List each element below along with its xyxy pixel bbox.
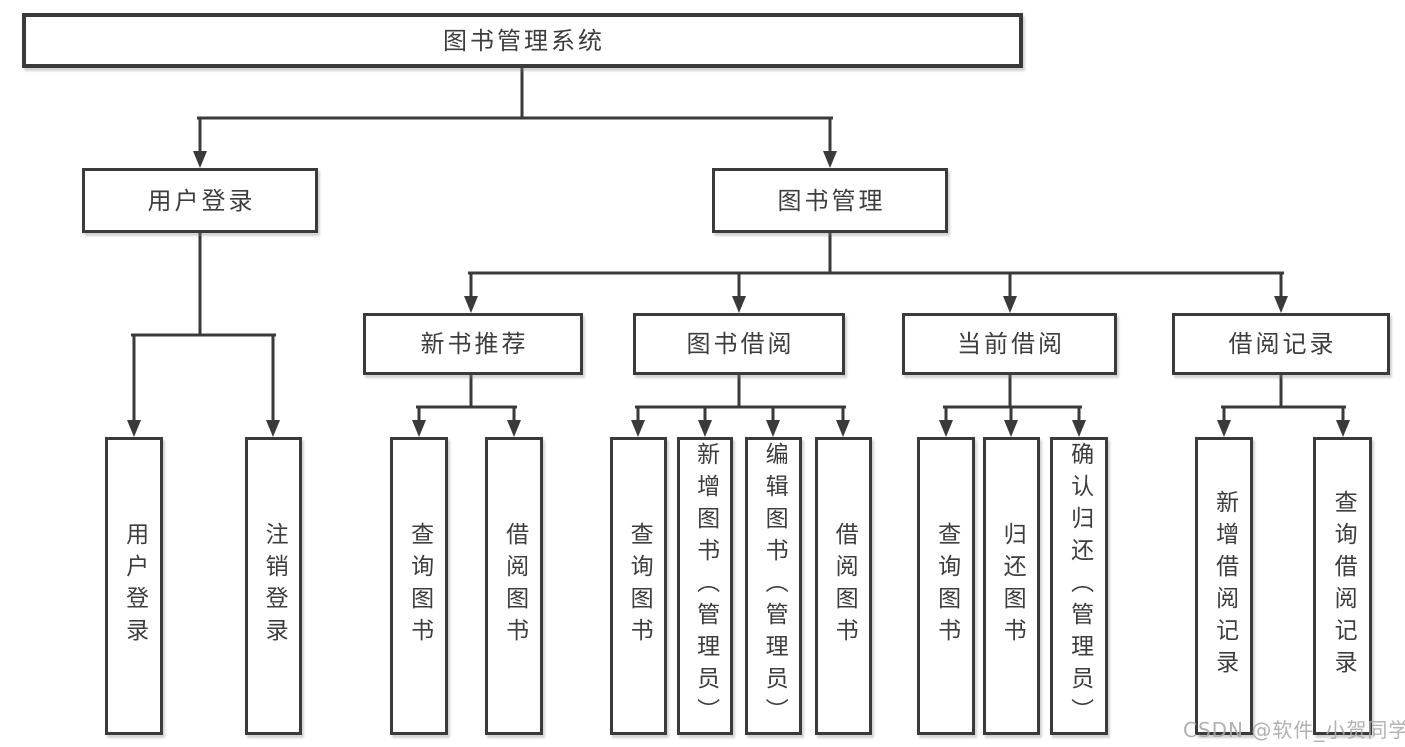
leaf-cb-return-books: 归还图书 [983,437,1040,735]
csdn-watermark: CSDN @软件_小贺同学 [1183,718,1405,742]
leaf-bb-edit-books-admin: 编辑图书（管理员） [745,437,802,735]
leaf-bb-borrow-books: 借阅图书 [815,437,872,735]
node-borrowing-records: 借阅记录 [1172,313,1390,375]
leaf-user-login: 用户登录 [105,437,163,735]
node-user-login: 用户登录 [82,168,318,233]
leaf-cb-query-books: 查询图书 [917,437,975,735]
node-label: 借阅记录 [1228,330,1337,358]
node-label: 查询图书 [626,522,653,650]
leaf-cb-confirm-return-admin: 确认归还（管理员） [1050,437,1108,735]
node-book-management: 图书管理 [712,168,948,233]
node-label: 图书管理系统 [443,26,605,55]
node-label: 查询图书 [406,522,433,650]
node-book-borrowing: 图书借阅 [633,313,845,375]
node-book-management-system: 图书管理系统 [22,13,1023,68]
node-label: 新书推荐 [420,330,529,358]
leaf-bb-query-books: 查询图书 [610,437,667,735]
node-label: 查询图书 [933,522,960,650]
node-new-book-recommend: 新书推荐 [363,313,583,375]
node-label: 查询借阅记录 [1330,490,1357,682]
node-label: 确认归还（管理员） [1066,442,1093,730]
leaf-bb-add-books-admin: 新增图书（管理员） [677,437,733,735]
node-label: 新增图书（管理员） [692,442,719,730]
node-label: 借阅图书 [831,522,858,650]
arrowheads [127,151,1350,437]
node-label: 新增借阅记录 [1211,490,1238,682]
node-current-borrowing: 当前借阅 [902,313,1117,375]
node-label: 编辑图书（管理员） [761,442,788,730]
node-label: 当前借阅 [957,330,1065,358]
node-label: 用户登录 [121,522,148,650]
leaf-logout: 注销登录 [245,437,302,735]
node-label: 图书借阅 [686,330,795,358]
node-label: 借阅图书 [501,522,528,650]
node-label: 注销登录 [261,522,288,650]
node-label: 图书管理 [777,186,886,215]
node-label: 用户登录 [147,186,256,215]
node-label: 归还图书 [999,522,1026,650]
leaf-br-query-record: 查询借阅记录 [1313,437,1372,735]
leaf-br-add-record: 新增借阅记录 [1195,437,1253,735]
leaf-nbr-query-books: 查询图书 [390,437,448,735]
leaf-nbr-borrow-books: 借阅图书 [485,437,543,735]
